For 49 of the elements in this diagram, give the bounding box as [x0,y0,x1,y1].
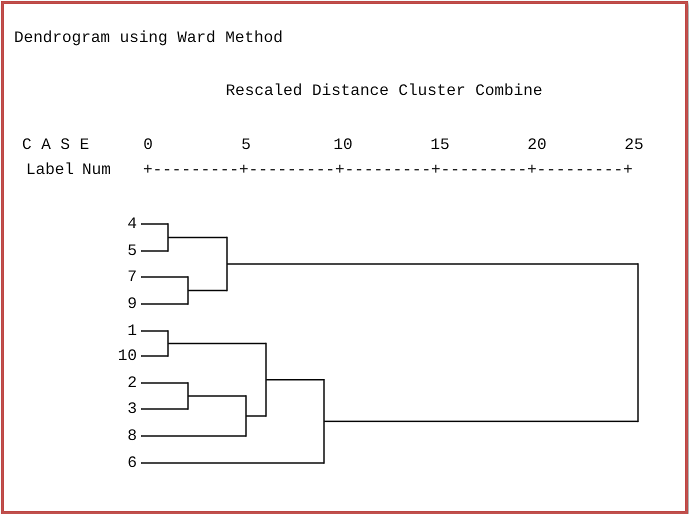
cluster-join-line [187,276,189,305]
connector-line [141,223,168,225]
connector-line [168,236,227,238]
tick-label: 20 [527,136,547,154]
connector-line [141,462,324,464]
connector-line [141,408,188,410]
tick-label: 5 [241,136,251,154]
connector-line [168,342,266,344]
connector-line [141,303,188,305]
column-header: Label [26,161,74,179]
case-number: 4 [127,215,137,233]
connector-line [141,435,246,437]
axis-title: Rescaled Distance Cluster Combine [226,82,542,100]
connector-line [141,330,168,332]
case-number: 2 [127,374,137,392]
connector-line [324,420,638,422]
cluster-join-line [187,382,189,410]
connector-line [141,276,188,278]
axis-scale: +---------+---------+---------+---------+---------+ [143,161,633,179]
connector-line [266,379,324,380]
chart-title: Dendrogram using Ward Method [14,29,283,47]
cluster-join-line [167,223,169,252]
connector-line [141,382,188,384]
case-number: 7 [127,268,137,286]
case-number: 10 [118,347,137,365]
case-number: 6 [127,454,137,472]
cluster-join-line [226,236,228,292]
cluster-join-line [637,263,639,422]
cluster-join-line [167,330,169,357]
tick-label: 25 [624,136,644,154]
case-number: 8 [127,427,137,445]
case-number: 9 [127,295,137,313]
connector-line [141,355,168,357]
column-header: Num [82,161,111,179]
connector-line [188,290,227,292]
tick-label: 15 [430,136,450,154]
column-header: C A S E [22,136,90,154]
connector-line [227,263,638,265]
cluster-join-line [323,379,325,464]
connector-line [246,415,266,417]
tick-label: 0 [143,136,153,154]
cluster-join-line [265,342,267,417]
connector-line [141,250,168,252]
connector-line [188,395,246,397]
case-number: 1 [127,322,137,340]
tick-label: 10 [333,136,353,154]
cluster-join-line [245,395,247,437]
case-number: 5 [127,242,137,260]
case-number: 3 [127,400,137,418]
